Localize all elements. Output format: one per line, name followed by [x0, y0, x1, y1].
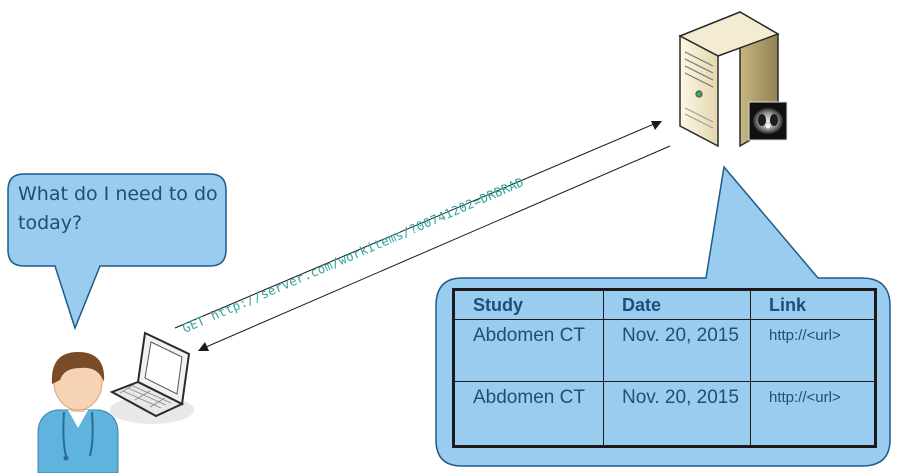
header-date: Date — [603, 289, 751, 320]
table-row: Abdomen CT Nov. 20, 2015 http://<url> — [453, 381, 876, 447]
header-study: Study — [453, 289, 604, 320]
cell-study: Abdomen CT — [453, 381, 604, 447]
question-text: What do I need to do today? — [18, 183, 218, 234]
table-row: Abdomen CT Nov. 20, 2015 http://<url> — [453, 318, 876, 383]
cell-date: Nov. 20, 2015 — [603, 318, 751, 383]
cell-link[interactable]: http://<url> — [750, 318, 876, 383]
user-icon — [37, 352, 119, 473]
response-arrow — [198, 145, 671, 351]
cell-study: Abdomen CT — [453, 318, 604, 383]
request-arrow — [174, 121, 662, 329]
cell-link[interactable]: http://<url> — [750, 381, 876, 447]
question-speech-bubble — [7, 173, 227, 331]
laptop-icon — [109, 331, 194, 424]
cell-date: Nov. 20, 2015 — [603, 381, 751, 447]
table-header-row: Study Date Link — [453, 289, 876, 320]
results-table: Study Date Link Abdomen CT Nov. 20, 2015… — [452, 288, 877, 448]
header-link: Link — [750, 289, 876, 320]
ct-image-icon — [748, 101, 788, 141]
